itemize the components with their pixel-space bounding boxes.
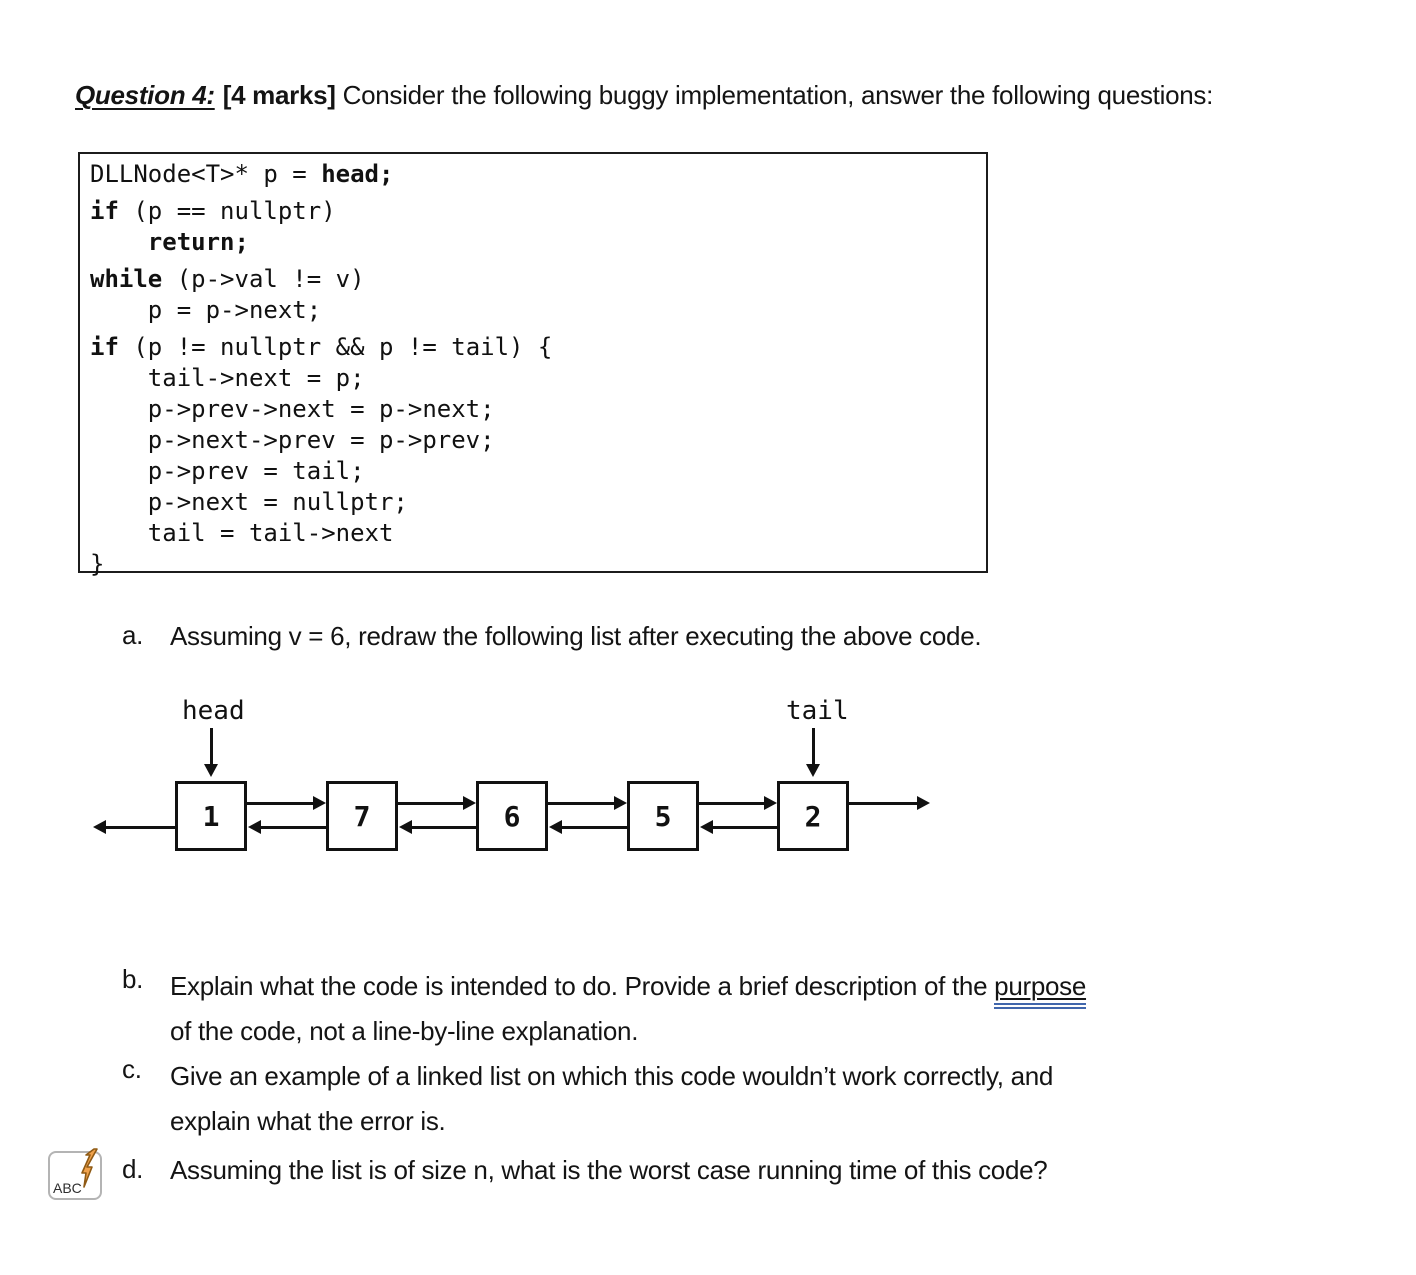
- next-arrow-icon: [699, 796, 777, 810]
- code-line: tail->next = p;: [90, 364, 365, 392]
- next-arrow-icon: [398, 796, 476, 810]
- head-pointer-label: head: [182, 696, 245, 726]
- code-line: p->prev = tail;: [90, 457, 365, 485]
- code-line: if (p == nullptr): [90, 197, 336, 225]
- code-line: if (p != nullptr && p != tail) {: [90, 333, 553, 361]
- sub-question-a: a. Assuming v = 6, redraw the following …: [122, 620, 982, 652]
- code-line: p = p->next;: [90, 296, 322, 324]
- code-line: }: [90, 550, 105, 578]
- autocorrect-options-button[interactable]: ABC: [48, 1148, 102, 1200]
- item-label-b: b.: [122, 964, 144, 994]
- list-node: 1: [175, 781, 247, 851]
- lightning-icon: [81, 1148, 98, 1188]
- prev-arrow-icon: [399, 820, 476, 834]
- code-line: p->prev->next = p->next;: [90, 395, 495, 423]
- code-line: while (p->val != v): [90, 265, 365, 293]
- item-label-a: a.: [122, 620, 144, 650]
- item-text-c-line1: Give an example of a linked list on whic…: [170, 1061, 1054, 1091]
- code-line: tail = tail->next: [90, 519, 394, 547]
- tail-pointer-label: tail: [786, 696, 849, 726]
- prev-arrow-icon: [248, 820, 326, 834]
- prev-arrow-icon: [700, 820, 777, 834]
- item-text-b-line1: Explain what the code is intended to do.…: [170, 964, 1086, 1009]
- item-text-c-line2: explain what the error is.: [170, 1106, 446, 1136]
- list-node: 5: [627, 781, 699, 851]
- next-arrow-icon: [548, 796, 627, 810]
- sub-question-b: b. Explain what the code is intended to …: [122, 964, 1086, 1054]
- list-node: 6: [476, 781, 548, 851]
- grammar-underlined-word: purpose: [994, 971, 1086, 1009]
- item-text-b-line2: of the code, not a line-by-line explanat…: [170, 1016, 639, 1046]
- item-label-d: d.: [122, 1154, 144, 1184]
- question-heading: Question 4:[4 marks]Consider the followi…: [75, 80, 1213, 111]
- node-value: 2: [804, 799, 822, 833]
- code-line: return;: [90, 228, 249, 256]
- item-label-c: c.: [122, 1054, 142, 1084]
- code-block: DLLNode<T>* p = head; if (p == nullptr) …: [78, 152, 988, 578]
- sub-question-c: c. Give an example of a linked list on w…: [122, 1054, 1053, 1144]
- sub-question-d: d. Assuming the list is of size n, what …: [122, 1154, 1048, 1186]
- list-node: 7: [326, 781, 398, 851]
- tail-next-arrow-icon: [849, 796, 930, 810]
- next-arrow-icon: [247, 796, 326, 810]
- tail-down-arrow-icon: [806, 728, 820, 777]
- code-line: p->next = nullptr;: [90, 488, 408, 516]
- question-number: Question 4:: [75, 80, 215, 110]
- code-line: DLLNode<T>* p = head;: [90, 160, 394, 188]
- head-down-arrow-icon: [204, 728, 218, 777]
- question-text: Consider the following buggy implementat…: [342, 80, 1214, 110]
- question-marks: [4 marks]: [222, 80, 336, 110]
- node-value: 1: [202, 799, 220, 833]
- node-value: 5: [654, 799, 672, 833]
- list-node: 2: [777, 781, 849, 851]
- item-text-d: Assuming the list is of size n, what is …: [170, 1155, 1048, 1185]
- node-value: 6: [503, 799, 521, 833]
- prev-arrow-icon: [549, 820, 627, 834]
- code-line: p->next->prev = p->prev;: [90, 426, 495, 454]
- abc-label: ABC: [53, 1180, 82, 1196]
- node-value: 7: [353, 799, 371, 833]
- item-text-a: Assuming v = 6, redraw the following lis…: [170, 621, 982, 651]
- head-prev-arrow-icon: [93, 820, 175, 834]
- linked-list-diagram: head tail 1 7 6 5 2: [0, 690, 1000, 880]
